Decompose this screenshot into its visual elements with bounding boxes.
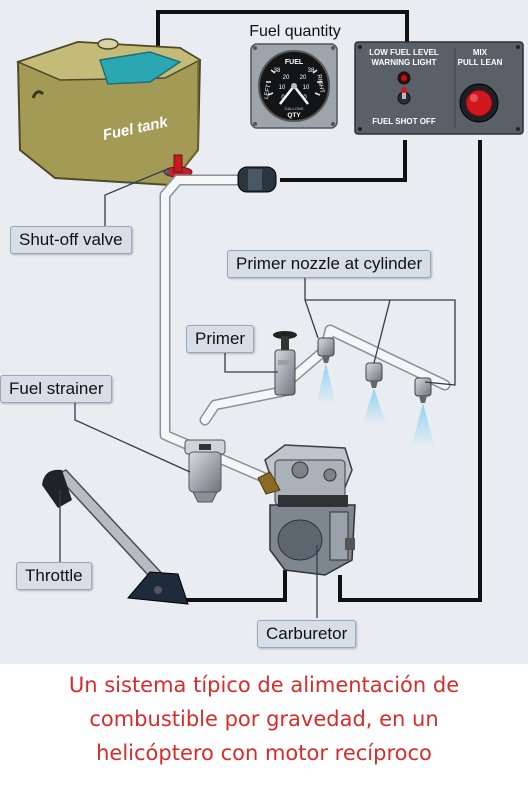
figure-caption: Un sistema típico de alimentación de com…: [0, 668, 528, 770]
fuel-quantity-gauge: FUEL LEFT RIGHT QTY GALLONS 38 20 10 0 3…: [250, 43, 338, 129]
primer-nozzles: [316, 337, 435, 448]
control-wires: [156, 10, 482, 602]
fuel-system-diagram: FUEL LEFT RIGHT QTY GALLONS 38 20 10 0 3…: [0, 0, 528, 664]
throttle-callout: Throttle: [16, 562, 92, 590]
leader-lines: [59, 169, 456, 618]
tank-filler-cap: [97, 38, 119, 50]
leader-primer: [224, 350, 278, 373]
wire-tank-to-panel: [156, 10, 409, 55]
carburetor: [257, 444, 356, 576]
caption-line-3: helicóptero con motor recíproco: [96, 741, 432, 765]
inline-fitting: [237, 166, 277, 193]
fuel-tank: [15, 38, 202, 187]
primer-nozzle-2: [362, 362, 386, 425]
gauge-needle-left: [279, 85, 295, 105]
control-panel: LOW FUEL LEVEL WARNING LIGHT FUEL SHOT O…: [354, 41, 524, 135]
fuel-strainer-callout: Fuel strainer: [0, 375, 113, 403]
gauge-tick-label: 38: [274, 68, 281, 74]
gauge-left-label: LEFT: [264, 84, 273, 100]
wire-mixture-to-carburetor: [338, 140, 482, 602]
low-fuel-label-1: LOW FUEL LEVEL: [369, 48, 439, 57]
fuel-strainer: [184, 439, 226, 503]
shut-off-valve-callout: Shut-off valve: [10, 226, 132, 254]
fuel-shutoff-label: FUEL SHOT OFF: [372, 117, 436, 126]
leader-fuel-strainer: [74, 396, 191, 473]
mixture-control-knob[interactable]: [465, 89, 493, 117]
gauge-tick-label: 0: [303, 95, 307, 101]
diagram-canvas: FUEL LEFT RIGHT QTY GALLONS 38 20 10 0 3…: [15, 10, 524, 618]
primer-pump: [273, 331, 297, 396]
gauge-tick-marks: [266, 69, 322, 96]
leader-primer-nozzles: [304, 278, 456, 386]
wire-valve-to-panel: [280, 140, 407, 182]
caption-line-2: combustible por gravedad, en un: [89, 707, 439, 731]
caption-line-1: Un sistema típico de alimentación de: [68, 673, 460, 697]
gauge-gallons-label: GALLONS: [285, 106, 304, 111]
gauge-tick-label: 10: [303, 85, 310, 91]
wire-throttle-to-carburetor: [185, 570, 287, 602]
primer-nozzle-3: [411, 377, 435, 448]
primer-callout: Primer: [186, 325, 255, 353]
low-fuel-label-2: WARNING LIGHT: [372, 58, 437, 67]
gauge-tick-label: 0: [281, 95, 285, 101]
gauge-right-label: RIGHT: [315, 74, 324, 94]
fuel-shutoff-toggle[interactable]: [402, 90, 406, 99]
primer-nozzle-1: [316, 337, 336, 405]
gauge-tick-label: 20: [283, 75, 290, 81]
gauge-tick-label: 38: [308, 68, 315, 74]
gauge-tick-label: 10: [279, 85, 286, 91]
gauge-qty-label: QTY: [287, 112, 301, 119]
throttle-arm: [257, 471, 281, 495]
valve-handle: [173, 154, 183, 173]
mix-label-1: MIX: [473, 48, 488, 57]
mix-label-2: PULL LEAN: [458, 58, 503, 67]
gauge-title: FUEL: [285, 59, 304, 66]
gauge-needle-right: [293, 85, 309, 105]
primer-nozzle-callout: Primer nozzle at cylinder: [227, 250, 432, 278]
fuel-liquid: [99, 51, 182, 85]
throttle-lever: [42, 469, 189, 605]
gauge-tick-label: 20: [300, 75, 307, 81]
throttle-grip: [42, 469, 72, 508]
fuel-quantity-label: Fuel quantity: [249, 23, 341, 40]
leader-shut-off-valve: [104, 169, 166, 228]
carburetor-callout: Carburetor: [257, 620, 357, 648]
